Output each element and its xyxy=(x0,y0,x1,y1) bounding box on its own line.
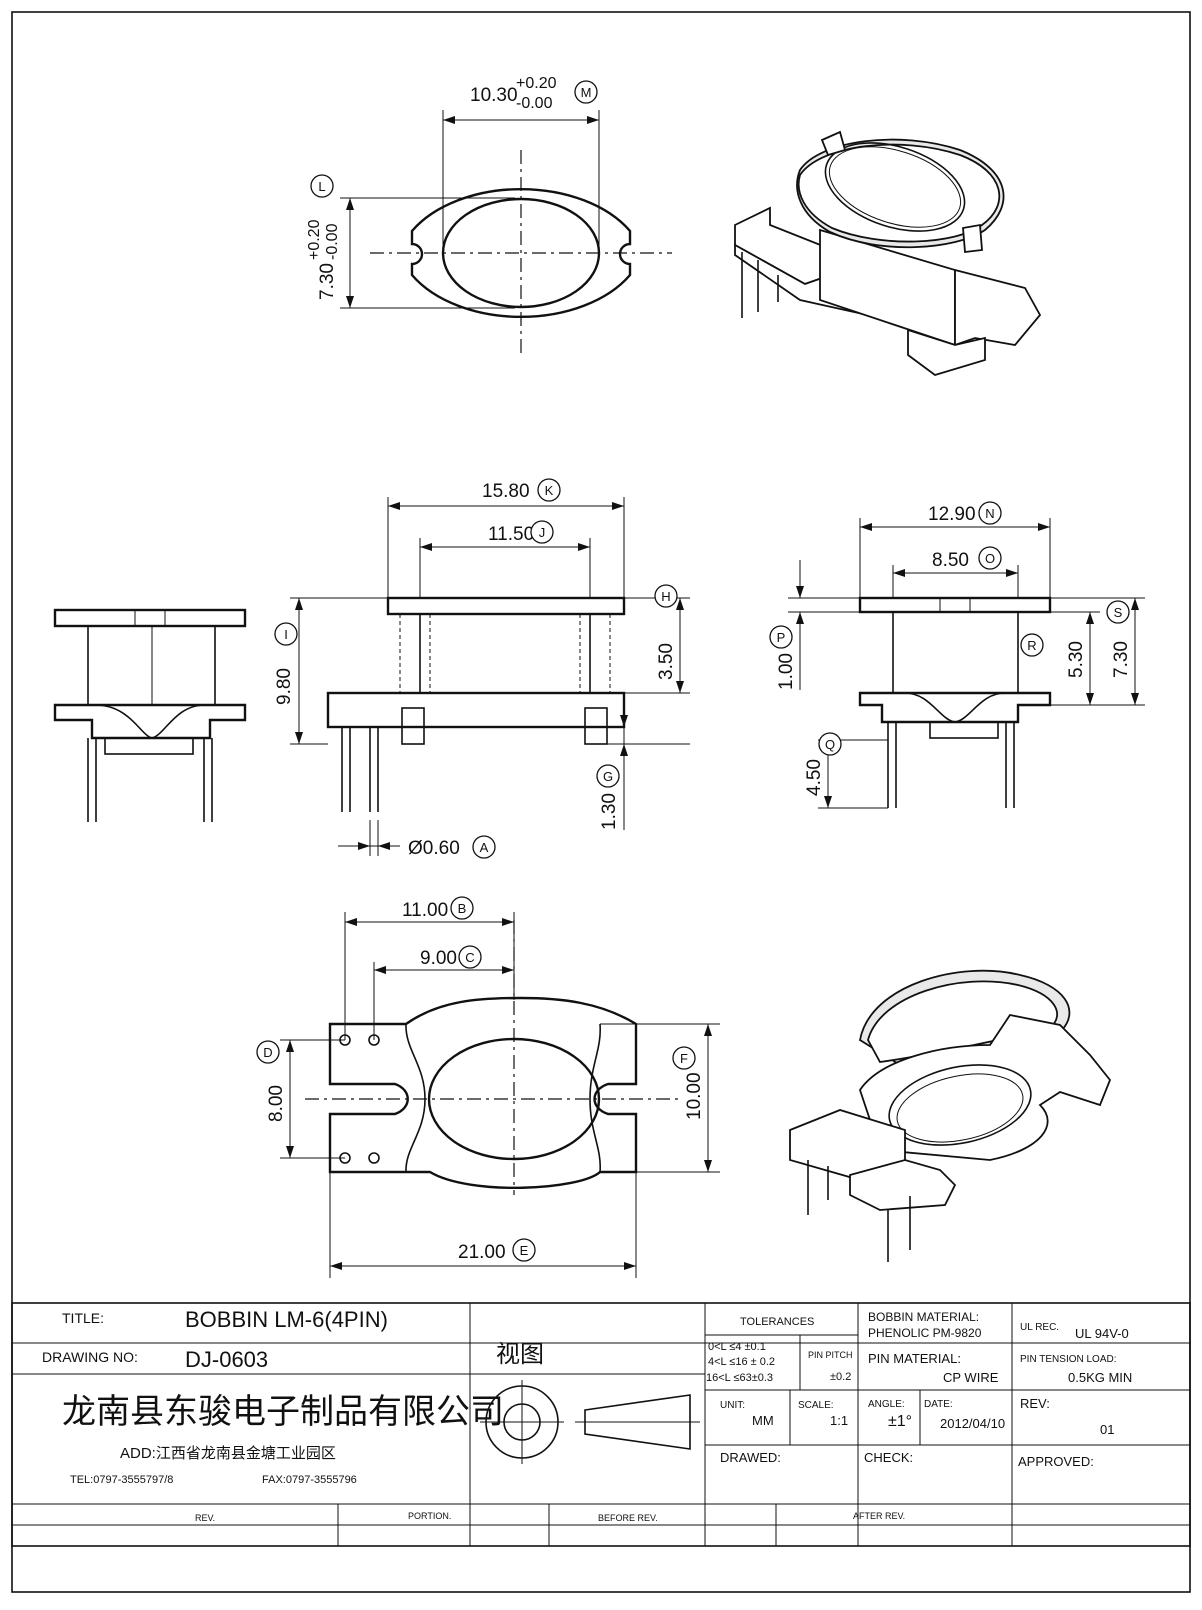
front-view: 15.80 K 11.50 J 9.80 I 3.50 H 1.3 xyxy=(274,478,690,859)
dim-B: 11.00 xyxy=(402,900,448,921)
dim-D: 8.00 xyxy=(266,1085,287,1122)
dim-top-height-tol-plus: +0.20 xyxy=(306,219,323,260)
tag-G: G xyxy=(603,769,613,784)
scale-label: SCALE: xyxy=(798,1400,834,1411)
top-flange-outline xyxy=(410,187,632,319)
ul-rec-value: UL 94V-0 xyxy=(1075,1326,1129,1341)
angle-value: ±1° xyxy=(888,1413,912,1430)
tag-F: F xyxy=(680,1051,688,1066)
sheet-border xyxy=(11,11,1191,1593)
dim-top-height: 7.30 xyxy=(317,263,338,300)
after-rev-col-header: AFTER REV. xyxy=(853,1511,905,1521)
angle-label: ANGLE: xyxy=(868,1399,905,1410)
tag-O: O xyxy=(985,551,995,566)
dim-A: Ø0.60 xyxy=(408,838,460,859)
tolerances-label: TOLERANCES xyxy=(740,1316,814,1328)
side-view-left xyxy=(53,608,247,822)
dim-N: 12.90 xyxy=(928,504,976,525)
bottom-view: 11.00 B 9.00 C 8.00 D 10.00 F 21. xyxy=(256,896,720,1278)
tag-R: R xyxy=(1027,638,1036,653)
tag-N: N xyxy=(985,506,994,521)
dim-S: 7.30 xyxy=(1111,641,1132,678)
tol-row-1: 0<L ≤4 ±0.1 xyxy=(708,1341,766,1353)
dim-5-30: 5.30 xyxy=(1066,641,1087,678)
rev-value: 01 xyxy=(1100,1422,1114,1437)
tag-P: P xyxy=(777,630,786,645)
dim-I: 9.80 xyxy=(274,668,295,705)
before-rev-col-header: BEFORE REV. xyxy=(598,1513,658,1523)
company-tel: TEL:0797-3555797/8 xyxy=(70,1474,173,1486)
drawed-label: DRAWED: xyxy=(720,1450,781,1465)
tag-H: H xyxy=(661,589,670,604)
dim-Q: 4.50 xyxy=(804,759,825,796)
dim-top-width-tol-plus: +0.20 xyxy=(516,75,557,92)
tag-J: J xyxy=(539,525,546,540)
scale-value: 1:1 xyxy=(830,1413,848,1428)
ul-rec-label: UL REC. xyxy=(1020,1322,1059,1333)
iso-view-bottom xyxy=(789,969,1112,1262)
pin-pitch-value: ±0.2 xyxy=(830,1371,851,1383)
pin-material-label: PIN MATERIAL: xyxy=(868,1351,961,1366)
company-name: 龙南县东骏电子制品有限公司 xyxy=(62,1393,504,1431)
dim-K: 15.80 xyxy=(482,481,530,502)
tag-M: M xyxy=(581,85,592,100)
iso-view-top xyxy=(734,130,1042,376)
tag-circle xyxy=(574,80,598,104)
dim-F: 10.00 xyxy=(684,1072,705,1120)
dim-O: 8.50 xyxy=(932,550,969,571)
dim-top-height-tol-minus: -0.00 xyxy=(324,223,341,260)
pin-tension-value: 0.5KG MIN xyxy=(1068,1370,1132,1385)
title-label: TITLE: xyxy=(62,1310,104,1326)
dim-E: 21.00 xyxy=(458,1242,506,1263)
tag-I: I xyxy=(284,627,288,642)
rev-col-header: REV. xyxy=(195,1513,215,1523)
tol-row-3: 16<L ≤63±0.3 xyxy=(706,1372,773,1384)
dim-C: 9.00 xyxy=(420,948,457,969)
approved-label: APPROVED: xyxy=(1018,1454,1094,1469)
tag-L: L xyxy=(318,179,325,194)
tag-D: D xyxy=(263,1045,272,1060)
dim-H: 3.50 xyxy=(656,643,677,680)
tag-E: E xyxy=(520,1243,529,1258)
tag-S: S xyxy=(1114,605,1123,620)
top-view: 10.30 +0.20 -0.00 M L 7.30 +0.20 -0.00 xyxy=(306,75,672,355)
unit-label: UNIT: xyxy=(720,1400,745,1411)
title-block: TITLE: BOBBIN LM-6(4PIN) DRAWING NO: DJ-… xyxy=(11,1302,1191,1547)
bobbin-material-label: BOBBIN MATERIAL: xyxy=(868,1310,979,1324)
portion-col-header: PORTION. xyxy=(408,1511,451,1521)
date-label: DATE: xyxy=(924,1399,953,1410)
dim-top-width-tol-minus: -0.00 xyxy=(516,95,553,112)
drawing-no-value: DJ-0603 xyxy=(185,1347,268,1372)
dim-G: 1.30 xyxy=(599,793,620,830)
view-label: 视图 xyxy=(496,1341,544,1368)
pin-tension-label: PIN TENSION LOAD: xyxy=(1020,1354,1117,1365)
drawing-no-label: DRAWING NO: xyxy=(42,1349,138,1365)
check-label: CHECK: xyxy=(864,1450,913,1465)
tag-B: B xyxy=(458,901,467,916)
company-fax: FAX:0797-3555796 xyxy=(262,1474,357,1486)
view-symbol-cone xyxy=(584,1394,691,1450)
tol-row-2: 4<L ≤16 ± 0.2 xyxy=(708,1356,775,1368)
date-value: 2012/04/10 xyxy=(940,1416,1005,1431)
pin-pitch-label: PIN PITCH xyxy=(808,1350,853,1360)
company-address: ADD:江西省龙南县金塘工业园区 xyxy=(120,1445,336,1462)
dim-top-width: 10.30 xyxy=(470,85,518,106)
rev-label: REV: xyxy=(1020,1396,1050,1411)
tag-K: K xyxy=(545,483,554,498)
pin-material-value: CP WIRE xyxy=(943,1370,999,1385)
dim-J: 11.50 xyxy=(488,524,534,545)
unit-value: MM xyxy=(752,1413,774,1428)
dim-P: 1.00 xyxy=(776,653,797,690)
title-value: BOBBIN LM-6(4PIN) xyxy=(185,1307,388,1332)
tag-C: C xyxy=(465,950,474,965)
tag-A: A xyxy=(480,840,489,855)
side-view-right: 12.90 N 8.50 O 1.00 P R 5.30 xyxy=(769,501,1145,809)
tag-Q: Q xyxy=(825,737,835,752)
bobbin-material-value: PHENOLIC PM-9820 xyxy=(868,1326,982,1340)
